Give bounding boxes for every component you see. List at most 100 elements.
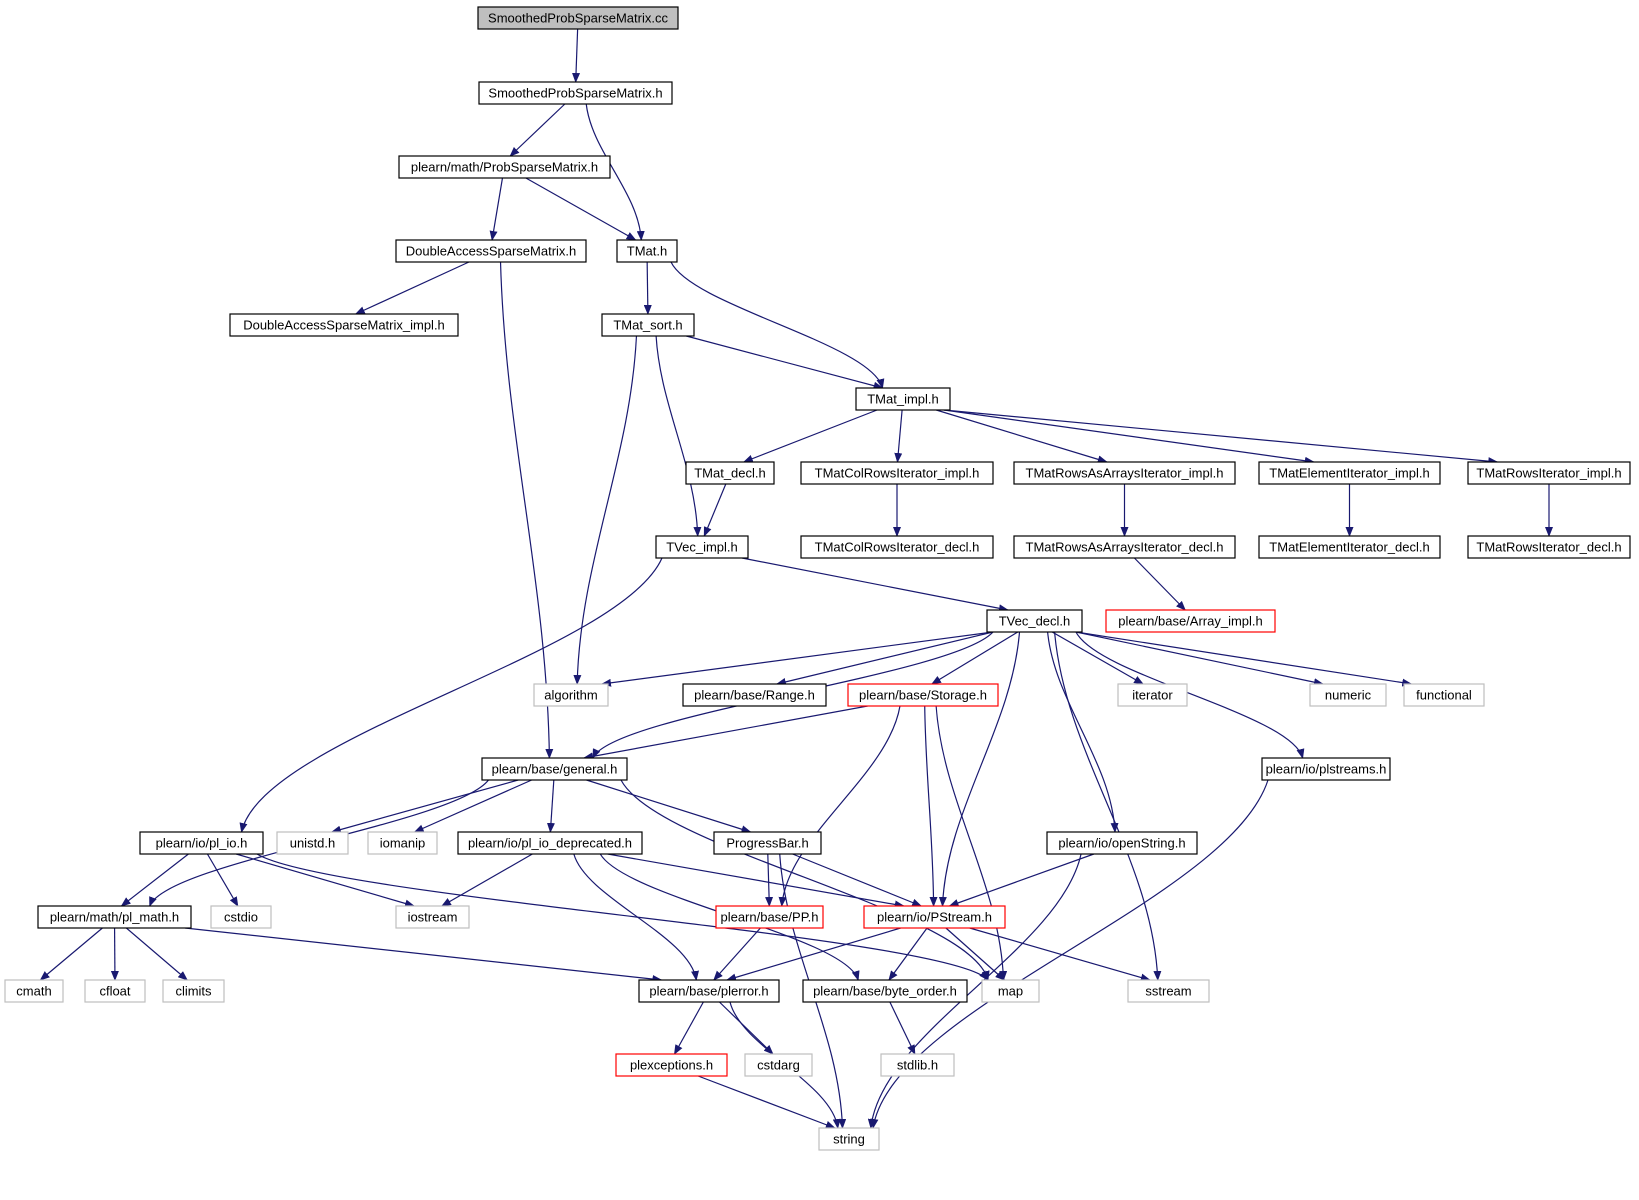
- node-tmat-sort-h[interactable]: TMat_sort.h: [601, 313, 695, 337]
- node-plearn-io-pl-io-h[interactable]: plearn/io/pl_io.h: [139, 831, 264, 855]
- edge-n20-n25: [1075, 631, 1324, 687]
- node-iomanip: iomanip: [367, 831, 438, 855]
- node-box: [638, 979, 780, 1003]
- edge-n27-n45: [620, 779, 990, 981]
- node-box: [37, 905, 192, 929]
- node-progressbar-h[interactable]: ProgressBar.h: [713, 831, 822, 855]
- edge-n34-n50: [867, 853, 1082, 1129]
- node-tmatelementiterator-decl-h[interactable]: TMatElementIterator_decl.h: [1258, 535, 1441, 559]
- node-box: [1467, 461, 1631, 485]
- node-doubleaccesssparsematrix-h[interactable]: DoubleAccessSparseMatrix.h: [395, 239, 587, 263]
- node-plearn-base-range-h[interactable]: plearn/base/Range.h: [682, 683, 827, 707]
- edge-n7-n8: [686, 335, 884, 390]
- node-box: [655, 535, 749, 559]
- node-tmat-impl-h[interactable]: TMat_impl.h: [855, 387, 951, 411]
- node-plearn-io-openstring-h[interactable]: plearn/io/openString.h: [1046, 831, 1198, 855]
- node-plearn-io-plstreams-h[interactable]: plearn/io/plstreams.h: [1261, 757, 1391, 781]
- node-box: [616, 239, 678, 263]
- node-plexceptions-h[interactable]: plexceptions.h: [615, 1053, 728, 1077]
- node-plearn-base-storage-h[interactable]: plearn/base/Storage.h: [847, 683, 999, 707]
- node-label: iostream: [408, 910, 458, 925]
- edge-n8-n10: [894, 409, 903, 463]
- edge-n34-n39: [948, 853, 1095, 907]
- node-plearn-base-pp-h[interactable]: plearn/base/PP.h: [715, 905, 824, 929]
- edge-n3-n4: [489, 177, 504, 241]
- node-box: [1258, 461, 1441, 485]
- edge-n32-n43: [573, 853, 699, 981]
- edge-n14-n29: [239, 557, 663, 833]
- node-doubleaccesssparsematrix-impl-h[interactable]: DoubleAccessSparseMatrix_impl.h: [229, 313, 459, 337]
- node-tmat-h[interactable]: TMat.h: [616, 239, 678, 263]
- node-label: cmath: [16, 984, 51, 999]
- edge-n5-n7: [643, 261, 652, 315]
- node-plearn-base-array-impl-h[interactable]: plearn/base/Array_impl.h: [1105, 609, 1276, 633]
- node-box: [802, 979, 968, 1003]
- node-plearn-io-pl-io-deprecated-h[interactable]: plearn/io/pl_io_deprecated.h: [457, 831, 643, 855]
- node-plearn-base-plerror-h[interactable]: plearn/base/plerror.h: [638, 979, 780, 1003]
- node-label: iterator: [1132, 688, 1173, 703]
- node-label: TMatRowsIterator_decl.h: [1476, 540, 1621, 555]
- edge-n16-n19: [1133, 557, 1186, 611]
- node-box: [713, 831, 822, 855]
- node-box: [84, 979, 146, 1003]
- edge-n2-n3: [509, 103, 566, 157]
- node-label: plearn/io/pl_io_deprecated.h: [468, 836, 632, 851]
- node-label: TMat_impl.h: [867, 392, 939, 407]
- node-plearn-io-pstream-h[interactable]: plearn/io/PStream.h: [863, 905, 1006, 929]
- node-tvec-decl-h[interactable]: TVec_decl.h: [986, 609, 1083, 633]
- node-tmatcolrowsiterator-decl-h[interactable]: TMatColRowsIterator_decl.h: [800, 535, 994, 559]
- node-tmatrowsiterator-decl-h[interactable]: TMatRowsIterator_decl.h: [1467, 535, 1631, 559]
- edge-n20-n22: [775, 631, 994, 686]
- node-tvec-impl-h[interactable]: TVec_impl.h: [655, 535, 749, 559]
- node-box: [276, 831, 349, 855]
- node-box: [981, 979, 1040, 1003]
- node-box: [1046, 831, 1198, 855]
- node-box: [800, 461, 994, 485]
- node-tmatelementiterator-impl-h[interactable]: TMatElementIterator_impl.h: [1258, 461, 1441, 485]
- node-label: unistd.h: [290, 836, 336, 851]
- edge-n29-n37: [235, 853, 415, 908]
- edge-n33-n38: [765, 853, 774, 907]
- edge-n32-n39: [607, 853, 905, 909]
- node-label: TMatElementIterator_impl.h: [1269, 466, 1429, 481]
- node-label: plearn/io/openString.h: [1058, 836, 1185, 851]
- node-box: [615, 1053, 728, 1077]
- node-box: [477, 6, 679, 30]
- edge-n23-n39: [924, 705, 938, 907]
- node-tmatrowsasarraysiterator-impl-h[interactable]: TMatRowsAsArraysIterator_impl.h: [1013, 461, 1236, 485]
- node-plearn-base-byte-order-h[interactable]: plearn/base/byte_order.h: [802, 979, 968, 1003]
- node-plearn-math-pl-math-h[interactable]: plearn/math/pl_math.h: [37, 905, 192, 929]
- edge-n27-n31: [413, 779, 532, 833]
- node-label: TMat_sort.h: [613, 318, 682, 333]
- edge-n27-n30: [330, 779, 519, 834]
- node-label: plearn/base/Array_impl.h: [1118, 614, 1263, 629]
- edge-n8-n12: [943, 409, 1315, 465]
- node-box: [986, 609, 1083, 633]
- node-plearn-math-probsparsematrix-h[interactable]: plearn/math/ProbSparseMatrix.h: [398, 155, 611, 179]
- node-box: [1403, 683, 1485, 707]
- node-box: [4, 979, 64, 1003]
- node-climits: climits: [162, 979, 225, 1003]
- edge-n3-n5: [525, 177, 637, 241]
- node-label: climits: [175, 984, 212, 999]
- node-smoothedprobsparsematrix-h[interactable]: SmoothedProbSparseMatrix.h: [478, 81, 673, 105]
- node-label: map: [998, 984, 1023, 999]
- edge-n33-n39: [792, 853, 923, 907]
- node-tmatrowsiterator-impl-h[interactable]: TMatRowsIterator_impl.h: [1467, 461, 1631, 485]
- node-box: [139, 831, 264, 855]
- edge-n39-n43: [726, 927, 901, 982]
- edge-n23-n38: [778, 705, 901, 907]
- node-smoothedprobsparsematrix-cc[interactable]: SmoothedProbSparseMatrix.cc: [477, 6, 679, 30]
- node-box: [229, 313, 459, 337]
- node-cstdarg: cstdarg: [744, 1053, 813, 1077]
- node-tmatcolrowsiterator-impl-h[interactable]: TMatColRowsIterator_impl.h: [800, 461, 994, 485]
- node-tmatrowsasarraysiterator-decl-h[interactable]: TMatRowsAsArraysIterator_decl.h: [1013, 535, 1236, 559]
- node-label: ProgressBar.h: [726, 836, 808, 851]
- node-tmat-decl-h[interactable]: TMat_decl.h: [685, 461, 775, 485]
- edge-n20-n46: [1054, 631, 1162, 981]
- node-label: DoubleAccessSparseMatrix_impl.h: [243, 318, 445, 333]
- node-box: [863, 905, 1006, 929]
- edge-n20-n21: [601, 631, 994, 687]
- node-plearn-base-general-h[interactable]: plearn/base/general.h: [481, 757, 628, 781]
- node-cstdio: cstdio: [210, 905, 272, 929]
